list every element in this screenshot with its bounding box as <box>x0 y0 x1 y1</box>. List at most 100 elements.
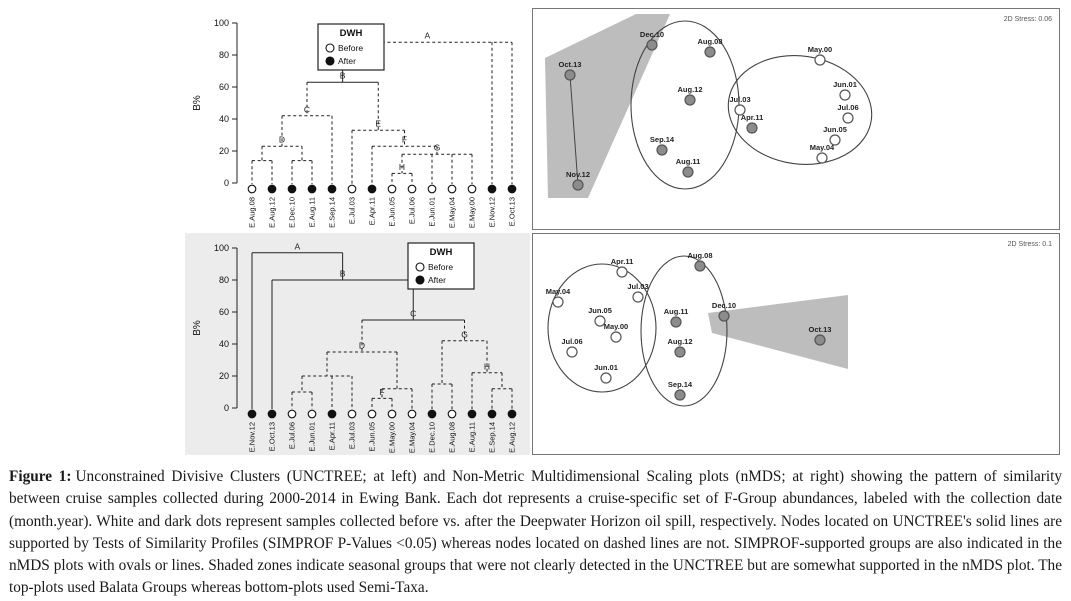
nmds-point-label: Jul.06 <box>561 337 582 346</box>
shaded-seasonal-zone <box>708 295 848 369</box>
leaf-label: E.Sep.14 <box>328 197 337 228</box>
leaf-dot-E.Aug.08 <box>247 184 257 194</box>
node-label-G: G <box>461 329 468 339</box>
y-tick-label: 20 <box>219 146 229 156</box>
legend-marker-After <box>325 56 335 66</box>
nmds-point-Jul.03 <box>734 104 746 116</box>
leaf-dot-E.Jul.06 <box>407 184 417 194</box>
y-tick-label: 20 <box>219 371 229 381</box>
legend-label: Before <box>428 262 453 272</box>
leaf-label: E.Nov.12 <box>248 422 257 452</box>
nmds-point-Dec.10 <box>718 310 730 322</box>
leaf-label: E.Jun.05 <box>368 422 377 452</box>
leaf-label: E.Apr.11 <box>368 197 377 225</box>
nmds-point-label: Aug.11 <box>676 157 701 166</box>
nmds-point-Oct.13 <box>564 69 576 81</box>
y-tick-label: 0 <box>224 403 229 413</box>
nmds-point-label: May.00 <box>808 45 832 54</box>
nmds-point-Jun.01 <box>600 372 612 384</box>
leaf-label: E.Apr.11 <box>328 422 337 450</box>
leaf-dot-E.Sep.14 <box>487 409 497 419</box>
leaf-dot-E.Oct.13 <box>267 409 277 419</box>
nmds-point-label: Nov.12 <box>566 170 590 179</box>
nmds-point-Aug.08 <box>694 260 706 272</box>
leaf-label: E.Aug.08 <box>248 197 257 228</box>
nmds-point-May.00 <box>610 331 622 343</box>
leaf-dot-E.Aug.11 <box>307 184 317 194</box>
leaf-dot-E.Nov.12 <box>247 409 257 419</box>
y-tick-label: 0 <box>224 178 229 188</box>
leaf-dot-E.Aug.12 <box>507 409 517 419</box>
group-line <box>569 74 579 186</box>
nmds-point-label: Apr.11 <box>741 113 764 122</box>
leaf-dot-E.Jul.06 <box>287 409 297 419</box>
nmds-point-Sep.14 <box>656 144 668 156</box>
nmds-point-Dec.10 <box>646 39 658 51</box>
group-ellipse <box>640 255 728 407</box>
legend-label: After <box>338 56 356 66</box>
nmds-point-label: Dec.10 <box>640 30 664 39</box>
nmds-point-label: Jun.01 <box>594 363 618 372</box>
nmds-point-Jul.03 <box>632 291 644 303</box>
y-tick-label: 60 <box>219 82 229 92</box>
y-tick-label: 100 <box>214 18 229 28</box>
nmds-point-Nov.12 <box>572 179 584 191</box>
nmds-point-May.04 <box>816 152 828 164</box>
nmds-point-label: May.04 <box>810 143 835 152</box>
leaf-dot-E.Oct.13 <box>507 184 517 194</box>
nmds-point-label: Jun.05 <box>823 125 847 134</box>
y-tick-label: 40 <box>219 114 229 124</box>
nmds-point-label: May.04 <box>546 287 571 296</box>
nmds-point-label: Oct.13 <box>559 60 582 69</box>
nmds-point-label: Jun.05 <box>588 306 612 315</box>
nmds-point-label: Jul.03 <box>627 282 648 291</box>
nmds-point-Jun.05 <box>829 134 841 146</box>
nmds-point-Aug.11 <box>682 166 694 178</box>
nmds-point-label: Sep.14 <box>650 135 675 144</box>
legend-label: After <box>428 275 446 285</box>
leaf-dot-E.May.04 <box>407 409 417 419</box>
y-tick-label: 60 <box>219 307 229 317</box>
y-tick-label: 40 <box>219 339 229 349</box>
leaf-label: E.Jul.03 <box>348 197 357 224</box>
nmds-point-Jun.01 <box>839 89 851 101</box>
leaf-dot-E.May.00 <box>387 409 397 419</box>
nmds-point-Aug.11 <box>670 316 682 328</box>
leaf-label: E.Aug.11 <box>308 197 317 227</box>
node-label-C: C <box>304 104 310 114</box>
nmds-point-May.04 <box>552 296 564 308</box>
leaf-dot-E.Apr.11 <box>327 409 337 419</box>
nmds-point-label: Jun.01 <box>833 80 857 89</box>
nmds-point-Apr.11 <box>616 266 628 278</box>
leaf-label: E.May.04 <box>448 197 457 228</box>
leaf-label: E.Jun.01 <box>308 422 317 452</box>
nmds-point-label: Oct.13 <box>809 325 832 334</box>
nmds-balata-plot: Oct.13Nov.12Dec.10Aug.08Aug.12Sep.14Aug.… <box>532 8 1060 230</box>
nmds-point-Aug.12 <box>684 94 696 106</box>
nmds-point-label: Aug.12 <box>667 337 692 346</box>
y-tick-label: 80 <box>219 50 229 60</box>
nmds-point-Sep.14 <box>674 389 686 401</box>
nmds-point-label: Aug.08 <box>697 37 722 46</box>
leaf-dot-E.Apr.11 <box>367 184 377 194</box>
nmds-point-Apr.11 <box>746 122 758 134</box>
node-label-F: F <box>379 387 384 397</box>
group-ellipse <box>727 55 873 165</box>
leaf-dot-E.Jun.01 <box>307 409 317 419</box>
leaf-dot-E.May.04 <box>447 184 457 194</box>
stress-label: 2D Stress: 0.06 <box>1004 16 1052 23</box>
leaf-label: E.Jun.01 <box>428 197 437 227</box>
leaf-label: E.Jul.06 <box>288 422 297 449</box>
leaf-label: E.May.00 <box>388 422 397 453</box>
legend-label: Before <box>338 43 363 53</box>
nmds-point-Aug.08 <box>704 46 716 58</box>
leaf-dot-E.Jul.03 <box>347 184 357 194</box>
leaf-dot-E.Jun.05 <box>367 409 377 419</box>
nmds-point-Jul.06 <box>566 346 578 358</box>
nmds-point-Jun.05 <box>594 315 606 327</box>
figure-caption-text: Unconstrained Divisive Clusters (UNCTREE… <box>9 468 1062 597</box>
legend-title: DWH <box>430 247 453 258</box>
